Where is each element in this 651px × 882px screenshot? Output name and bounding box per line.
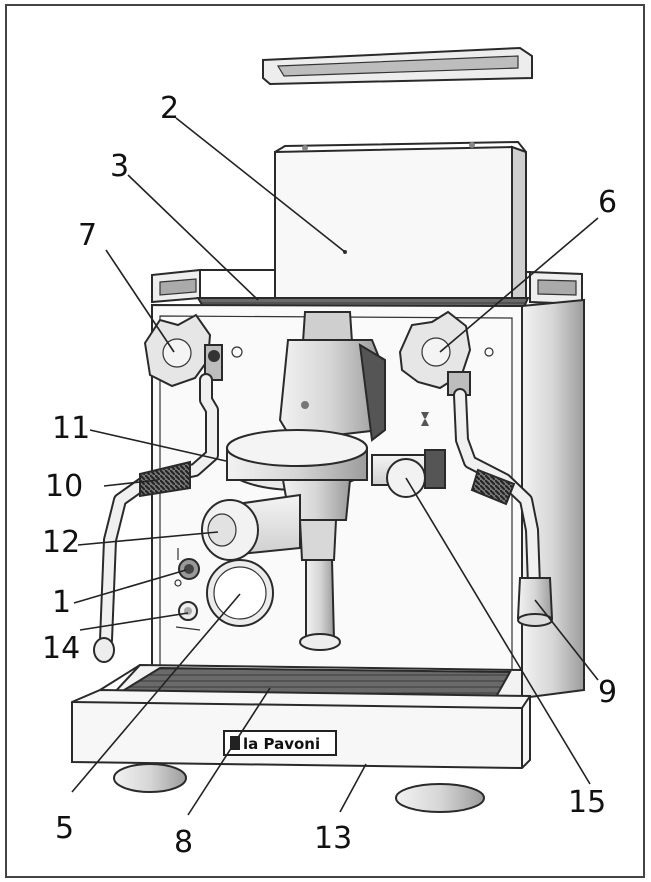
callout-1: 1 [52, 585, 71, 620]
callout-9: 9 [598, 675, 617, 710]
callout-5: 5 [55, 811, 74, 846]
brand-plate [223, 730, 337, 756]
callout-14: 14 [42, 631, 80, 666]
callout-7: 7 [78, 218, 97, 253]
callout-6: 6 [598, 185, 617, 220]
water-reservoir [274, 140, 527, 304]
brand-label: la Pavoni [243, 735, 320, 753]
callout-15: 15 [568, 785, 606, 820]
callout-2: 2 [160, 91, 179, 126]
steam-knob-left [143, 313, 243, 388]
steam-wand-left [93, 373, 219, 663]
power-switch [174, 548, 200, 587]
machine-base: la Pavoni [71, 664, 531, 813]
callout-10: 10 [45, 469, 83, 504]
water-wand-right [453, 388, 554, 627]
callout-3: 3 [110, 149, 129, 184]
pressure-gauge [206, 559, 274, 627]
callout-labels: 2 3 7 6 11 10 12 1 14 5 8 13 15 9 [42, 91, 617, 860]
callout-13: 13 [314, 821, 352, 856]
group-valve [371, 449, 446, 498]
callout-12: 12 [42, 525, 80, 560]
water-knob-right [398, 310, 494, 426]
boiler-pressure-cylinder [201, 493, 301, 561]
callout-8: 8 [174, 825, 193, 860]
leader-lines [71, 117, 599, 816]
machine-illustration: la Pavoni [71, 46, 585, 813]
lid [262, 46, 533, 86]
callout-11: 11 [52, 411, 90, 446]
